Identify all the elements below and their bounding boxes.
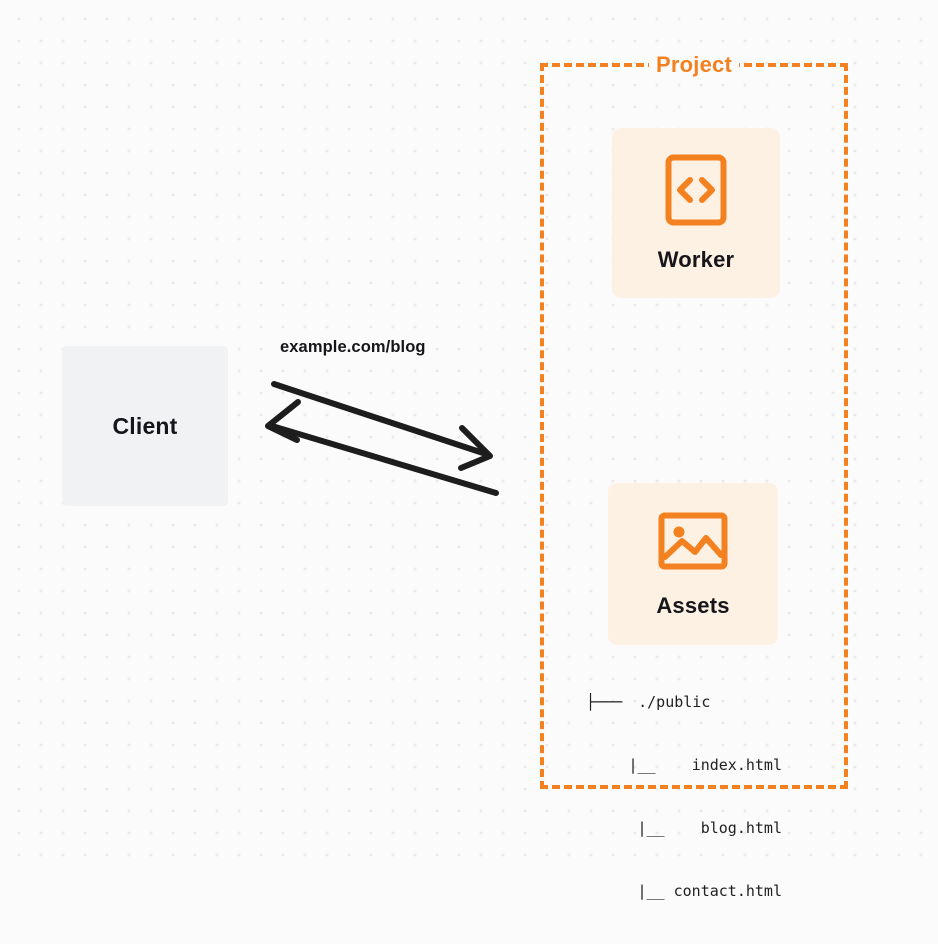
tree-row: |__ index.html	[586, 755, 782, 776]
worker-node[interactable]: Worker	[612, 128, 780, 298]
assets-node[interactable]: Assets	[608, 483, 778, 645]
asset-file-tree: ├─── ./public |__ index.html |__ blog.htm…	[586, 650, 782, 944]
tree-root-name: ./public	[638, 693, 711, 711]
tree-child-branch: |__	[628, 756, 656, 774]
diagram-canvas: Client example.com/blog Project Worker	[62, 52, 848, 900]
client-node[interactable]: Client	[62, 346, 228, 506]
tree-file-name: index.html	[691, 756, 782, 774]
client-label: Client	[112, 412, 178, 439]
assets-label: Assets	[656, 592, 730, 618]
tree-row: |__ blog.html	[586, 818, 783, 839]
project-container: Project	[540, 52, 848, 789]
image-icon	[658, 510, 728, 577]
tree-child-branch: |__	[637, 882, 665, 900]
response-arrow	[265, 399, 499, 496]
tree-file-name: contact.html	[673, 882, 782, 900]
tree-row: ├─── ./public	[586, 692, 782, 713]
connection-arrows	[265, 381, 499, 496]
connection-label: example.com/blog	[280, 338, 426, 356]
tree-row: |__ contact.html	[586, 881, 783, 902]
tree-root-branch: ├───	[586, 693, 623, 711]
code-brackets-icon	[665, 154, 727, 231]
tree-file-name: blog.html	[700, 819, 782, 837]
worker-label: Worker	[657, 246, 735, 272]
tree-child-branch: |__	[637, 819, 665, 837]
project-title: Project	[649, 52, 739, 78]
request-arrow	[271, 381, 493, 471]
